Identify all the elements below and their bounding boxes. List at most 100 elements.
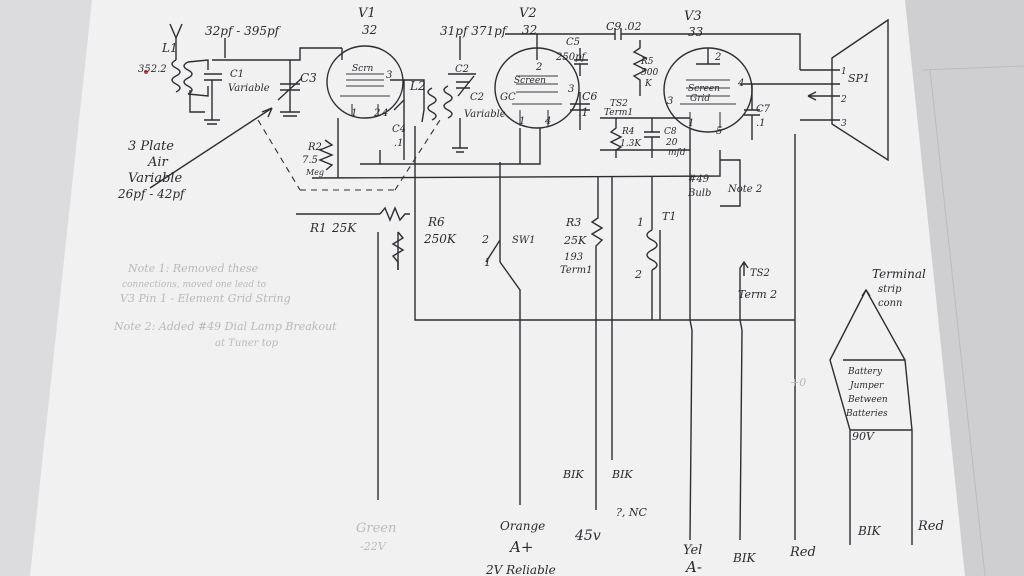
sw1-pin1: 1 (484, 256, 491, 269)
v1-pin2: 2 (373, 108, 380, 119)
paper-sheet (30, 0, 965, 576)
l2-c2-section (404, 36, 476, 153)
ts2-label: TS2 (750, 268, 770, 279)
sp1-pin3: 3 (841, 119, 847, 129)
r2-label: R2 (307, 142, 322, 153)
v3-pin3: 3 (667, 96, 673, 107)
bus-wiring (296, 100, 796, 541)
wire-blk-3: BIK (732, 551, 757, 565)
r2-unit: Meg (305, 168, 324, 177)
c3-note-line3: Variable (128, 171, 183, 186)
speaker-sp1 (800, 18, 889, 162)
v1-type: 32 (362, 23, 377, 37)
ts2-top: TS2 (610, 99, 628, 109)
tube-v2 (494, 33, 580, 129)
v3-screen: Screen (688, 84, 720, 94)
r3-value: 25K (563, 234, 587, 247)
v2-pin2: 2 (535, 62, 542, 73)
term1-top: Term1 (604, 108, 633, 118)
r5-value: 500 (641, 68, 658, 78)
wire-45v: 45v (574, 528, 601, 544)
note2-line1: Note 2: Added #49 Dial Lamp Breakout (113, 320, 337, 333)
c1-range: 32pf - 395pf (205, 24, 282, 38)
terminal-title-1: Terminal (872, 267, 926, 281)
wire-plus0: +0 (790, 376, 806, 389)
r4-value: 1.3K (620, 139, 642, 149)
r6-value: 250K (423, 232, 457, 246)
term2-label: Term 2 (738, 288, 777, 301)
v2-pin1: 1 (519, 116, 525, 127)
v3-pin4: 4 (737, 78, 744, 89)
c8-unit: mfd (668, 148, 686, 158)
c6-value: .1 (578, 106, 589, 119)
c3-note-line4: 26pf - 42pf (117, 187, 187, 201)
c9-value: .02 (624, 20, 642, 33)
r1-value: 25K (331, 221, 357, 235)
sw1-pin2: 2 (481, 233, 489, 246)
c1-variable: Variable (228, 83, 270, 94)
c2-label: C2 (470, 92, 484, 103)
t1-pin1: 1 (637, 216, 644, 229)
c3-note-line1: 3 Plate (128, 139, 174, 154)
v1-pin1: 1 (351, 108, 357, 119)
v3-pin2: 2 (714, 52, 721, 63)
tube-v3 (663, 33, 840, 133)
v2-pin3: 3 (568, 84, 574, 95)
wire-blk-1: BIK (562, 468, 584, 481)
jumper-3: Between (847, 395, 888, 405)
v1-screen: Scrn (352, 64, 374, 74)
v3-name: V3 (684, 9, 702, 24)
note2-line2: at Tuner top (215, 338, 279, 349)
wire-green-volts: -22V (360, 540, 387, 553)
v1-pin4: 4 (381, 108, 388, 119)
note1-line2: connections, moved one lead to (122, 280, 267, 290)
v3-pin1: 1 (688, 118, 694, 129)
sp1-label: SP1 (848, 72, 870, 85)
c5-value: 250pf (555, 52, 587, 63)
c1-label: C1 (230, 69, 244, 80)
c2-variable: Variable (464, 109, 506, 120)
c2-range: 31pf 371pf (440, 24, 509, 38)
terminal-title-3: conn (878, 298, 903, 309)
jumper-1: Battery (847, 367, 883, 377)
c8-value: 20 (665, 138, 678, 148)
jumper-5: 90V (852, 430, 875, 443)
v2-grid: GC (500, 92, 516, 103)
wire-a-plus-note: 2V Reliable (485, 563, 556, 576)
v2-name: V2 (519, 6, 537, 21)
c3-label: C3 (300, 71, 317, 85)
wire-blk-2: BIK (611, 468, 633, 481)
v1-pin3: 3 (386, 70, 392, 81)
terminal-pin-blk: BIK (857, 524, 882, 538)
c6-label: C6 (582, 90, 597, 103)
note1-line1: Note 1: Removed these (127, 262, 259, 275)
sp1-pin1: 1 (841, 67, 847, 77)
r6-label: R6 (427, 215, 445, 229)
c4-label: C4 (392, 124, 406, 135)
c5-label: C5 (566, 37, 580, 48)
note1-line3: V3 Pin 1 - Element Grid String (120, 292, 291, 305)
jumper-4: Batteries (845, 409, 888, 419)
r3-code: 193 (564, 252, 583, 263)
tube-v1 (326, 45, 405, 119)
v3-grid: Grid (690, 94, 710, 104)
v3-type: 33 (688, 25, 704, 39)
antenna-l1-section (144, 23, 441, 191)
c7-symbol (744, 84, 760, 140)
wire-green: Green (356, 521, 396, 536)
note2-tag: Note 2 (727, 184, 762, 195)
l1-label: L1 (161, 41, 178, 55)
wire-a-minus: A- (684, 558, 702, 576)
mid-components (537, 28, 690, 158)
r1-label: R1 (309, 221, 327, 235)
term1-label: Term1 (560, 265, 592, 276)
r2-value: 7.5 (302, 155, 318, 166)
t1-pin2: 2 (634, 268, 642, 281)
c8-label: C8 (664, 127, 677, 137)
r5-unit: K (644, 79, 653, 89)
second-sheet (905, 0, 1024, 576)
wire-red: Red (789, 545, 816, 560)
terminal-title-2: strip (878, 284, 902, 295)
